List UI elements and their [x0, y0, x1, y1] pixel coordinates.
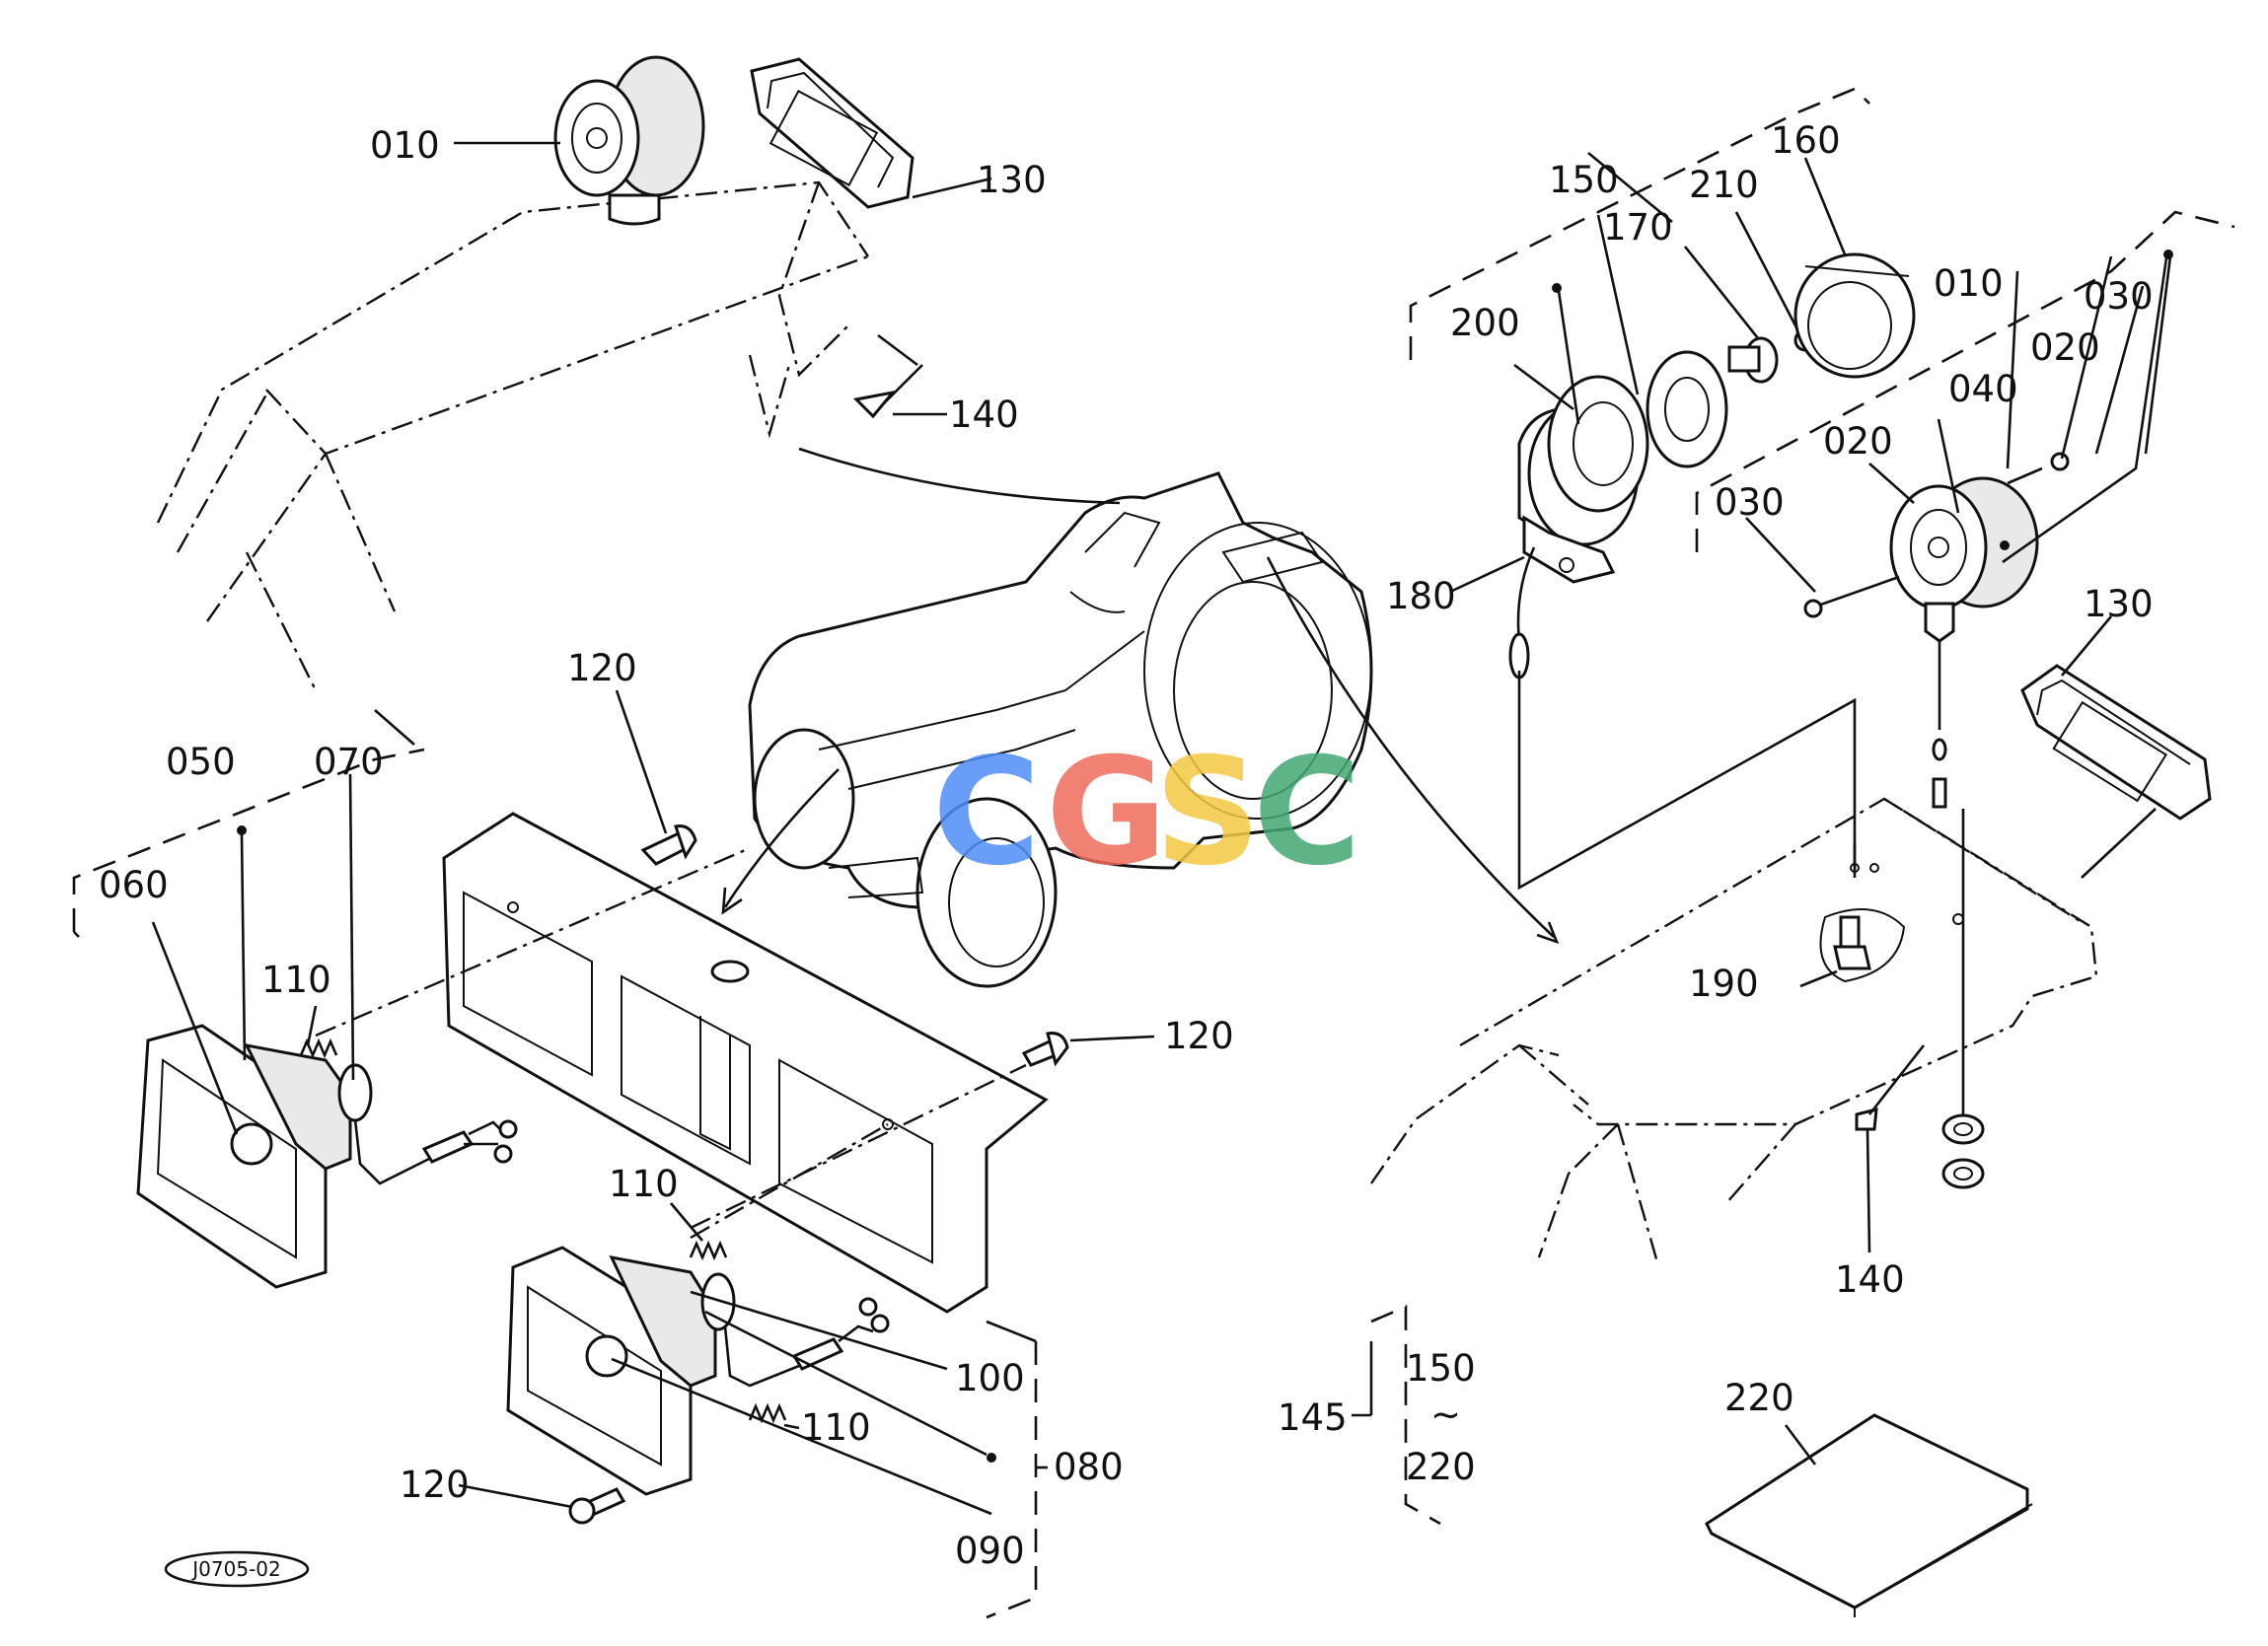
- reflector-130-right: [2020, 664, 2212, 821]
- bolt-190: [1833, 915, 1871, 970]
- lens-ring-160: [1793, 252, 1916, 379]
- label-010-top-left: 010: [370, 124, 440, 167]
- label-150-top: 150: [1549, 159, 1619, 201]
- nut-pair: [1941, 1113, 1985, 1189]
- spring-110-lower: [748, 1402, 787, 1424]
- beacon-lamp-010-right: [1889, 476, 2039, 809]
- label-190: 190: [1689, 963, 1759, 1005]
- headlamp-lower: [506, 1246, 890, 1496]
- label-020-right: 020: [2030, 326, 2100, 369]
- lamp-housing-200: [1547, 375, 1649, 513]
- label-080: 080: [1054, 1446, 1124, 1488]
- bolt-120-lower: [568, 1487, 626, 1525]
- watermark-letter-2: G: [1046, 727, 1167, 898]
- top-left-fender: [156, 180, 869, 691]
- bolt-120-middle: [1021, 1032, 1069, 1067]
- label-kit-150: 150: [1406, 1347, 1476, 1390]
- front-frame: [442, 812, 1049, 1314]
- label-145: 145: [1278, 1396, 1348, 1439]
- label-170: 170: [1603, 206, 1673, 249]
- spring-110-top: [299, 1038, 338, 1059]
- instruction-sheet-220: [1705, 1413, 2033, 1617]
- watermark-letter-4: C: [1253, 727, 1361, 898]
- right-fender: [1370, 797, 2098, 1263]
- label-050: 050: [166, 741, 236, 783]
- tractor-illustration: [748, 471, 1373, 988]
- label-130-right: 130: [2084, 583, 2154, 625]
- label-160: 160: [1771, 119, 1841, 162]
- headlamp-left: [136, 1024, 518, 1289]
- label-210: 210: [1689, 164, 1759, 206]
- watermark: C G S C: [932, 727, 1361, 898]
- watermark-letter-3: S: [1154, 727, 1261, 898]
- label-100: 100: [955, 1357, 1025, 1399]
- label-120-upper: 120: [567, 647, 637, 689]
- bolt-120-upper: [640, 824, 697, 866]
- label-140-right: 140: [1835, 1258, 1905, 1301]
- spring-110-middle: [689, 1240, 728, 1261]
- gasket-150: [1646, 350, 1728, 468]
- label-200: 200: [1450, 302, 1520, 344]
- label-020-left: 020: [1823, 420, 1893, 463]
- label-030-right: 030: [2084, 275, 2154, 318]
- label-130-top: 130: [977, 159, 1047, 201]
- label-060: 060: [99, 864, 169, 906]
- drawing-code-badge: J0705-02: [164, 1550, 310, 1588]
- label-120-middle: 120: [1164, 1015, 1234, 1057]
- label-090: 090: [955, 1530, 1025, 1572]
- screw-030-right: [2007, 452, 2070, 485]
- reflector-130-top: [750, 57, 915, 209]
- label-010-right: 010: [1934, 262, 2004, 305]
- label-140-top: 140: [949, 394, 1019, 436]
- label-040: 040: [1948, 368, 2018, 410]
- label-180: 180: [1386, 575, 1456, 617]
- label-kit-tilde: ~: [1430, 1394, 1461, 1436]
- label-110-lower: 110: [801, 1406, 871, 1449]
- label-220: 220: [1724, 1377, 1794, 1419]
- watermark-letter-1: C: [932, 727, 1041, 898]
- drawing-code-text: J0705-02: [190, 1557, 280, 1581]
- label-030-left: 030: [1715, 481, 1785, 524]
- label-070: 070: [314, 741, 384, 783]
- label-120-lower: 120: [400, 1464, 470, 1506]
- screw-030-left: [1803, 575, 1900, 618]
- screw-140-right: [1855, 1044, 1926, 1131]
- part-labels: 010 130 140 120 050 070 060 110 120 110 …: [99, 119, 2154, 1572]
- label-kit-220: 220: [1406, 1446, 1476, 1488]
- beacon-lamp-010-top-left: [553, 55, 705, 226]
- label-110-middle: 110: [609, 1163, 679, 1205]
- screw-140-top: [852, 333, 923, 419]
- label-110-top: 110: [261, 959, 331, 1001]
